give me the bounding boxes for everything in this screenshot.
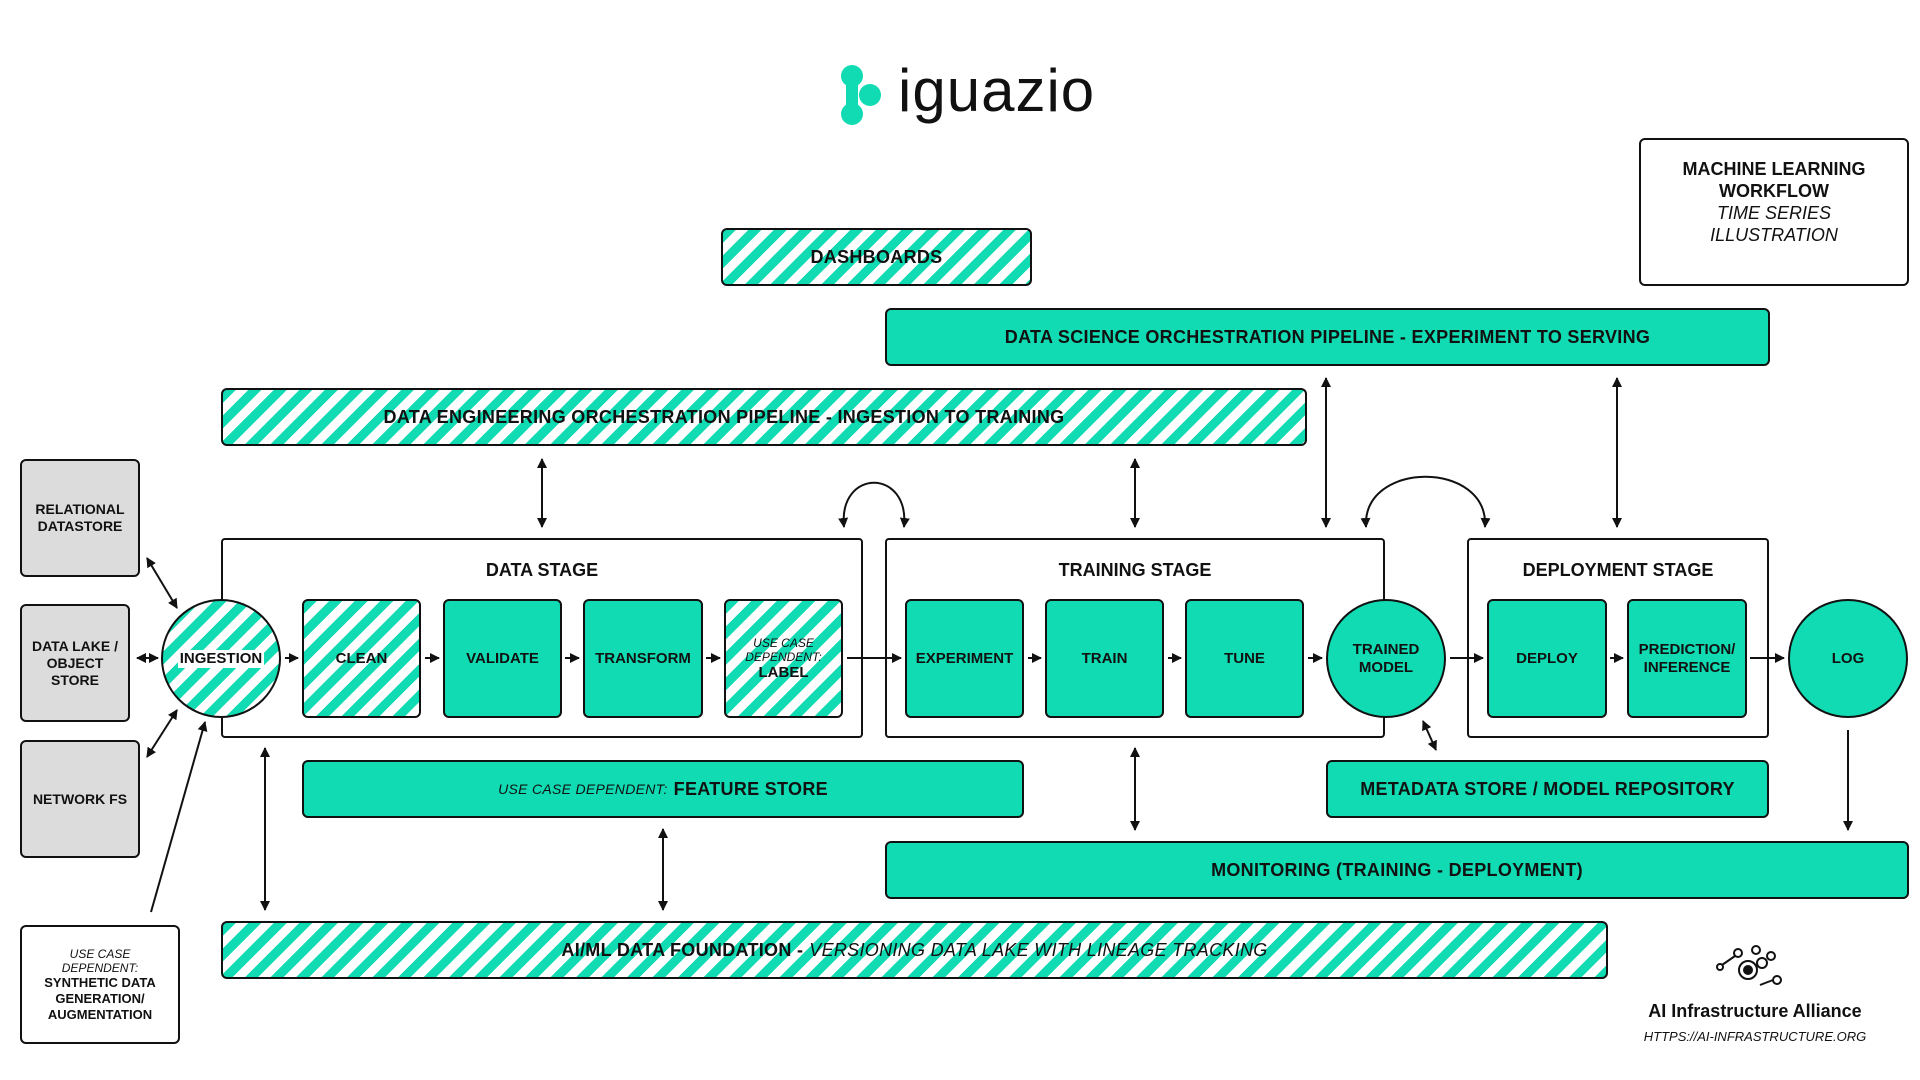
label-label: LABEL xyxy=(758,663,809,681)
validate-step: VALIDATE xyxy=(443,599,562,718)
tune-label: TUNE xyxy=(1224,649,1265,667)
de-pipeline-bar: DATA ENGINEERING ORCHESTRATION PIPELINE … xyxy=(221,388,1307,446)
deploy-step: DEPLOY xyxy=(1487,599,1607,718)
iguazio-logo: iguazio xyxy=(836,52,1116,132)
legend-title-line1: MACHINE LEARNING xyxy=(1682,159,1866,179)
brand-name: iguazio xyxy=(898,57,1096,124)
network-fs: NETWORK FS xyxy=(20,740,140,858)
data-lake-label: DATA LAKE / OBJECT STORE xyxy=(31,637,119,688)
arrow-relational-ingestion xyxy=(146,557,178,609)
alliance-name: AI Infrastructure Alliance xyxy=(1648,1001,1862,1021)
alliance-url[interactable]: HTTPS://AI-INFRASTRUCTURE.ORG xyxy=(1643,1029,1867,1044)
label-prefix: USE CASE DEPENDENT: xyxy=(745,635,822,664)
experiment-label: EXPERIMENT xyxy=(915,649,1014,667)
data-foundation-bar: AI/ML DATA FOUNDATION - VERSIONING DATA … xyxy=(221,921,1608,979)
data-foundation-sub: VERSIONING DATA LAKE WITH LINEAGE TRACKI… xyxy=(809,939,1268,960)
deploy-label: DEPLOY xyxy=(1516,649,1578,667)
dashboards-bar: DASHBOARDS xyxy=(721,228,1032,286)
relational-datastore-label: RELATIONAL DATASTORE xyxy=(35,501,125,534)
metadata-store-label: METADATA STORE / MODEL REPOSITORY xyxy=(1360,778,1735,799)
train-label: TRAIN xyxy=(1081,649,1128,667)
legend-box: MACHINE LEARNING WORKFLOW TIME SERIES IL… xyxy=(1639,138,1909,286)
synthetic-prefix: USE CASE DEPENDENT: xyxy=(61,946,139,975)
monitoring-bar: MONITORING (TRAINING - DEPLOYMENT) xyxy=(885,841,1909,899)
deployment-stage-title: DEPLOYMENT STAGE xyxy=(1522,560,1714,580)
validate-label: VALIDATE xyxy=(466,649,539,667)
iguazio-logo-icon xyxy=(841,65,881,125)
legend-title-line2: WORKFLOW xyxy=(1719,181,1829,201)
ds-pipeline-label: DATA SCIENCE ORCHESTRATION PIPELINE - EX… xyxy=(1004,326,1651,347)
legend-subtitle-line2: ILLUSTRATION xyxy=(1710,225,1838,245)
de-pipeline-label: DATA ENGINEERING ORCHESTRATION PIPELINE … xyxy=(383,406,1065,427)
feature-store-label: FEATURE STORE xyxy=(673,778,828,799)
train-step: TRAIN xyxy=(1045,599,1164,718)
trained-model-node: TRAINED MODEL xyxy=(1326,599,1446,718)
feature-store-prefix: USE CASE DEPENDENT: xyxy=(498,781,668,797)
loop-arrow-data-training xyxy=(838,481,910,528)
ingestion-label: INGESTION xyxy=(177,649,265,668)
loop-arrow-training-deployment xyxy=(1360,475,1491,528)
prediction-step: PREDICTION/ INFERENCE xyxy=(1627,599,1747,718)
data-foundation-label: AI/ML DATA FOUNDATION - xyxy=(561,939,804,960)
data-stage-title: DATA STAGE xyxy=(485,560,599,580)
feature-store-bar: USE CASE DEPENDENT: FEATURE STORE xyxy=(302,760,1024,818)
clean-step: CLEAN xyxy=(302,599,421,718)
transform-label: TRANSFORM xyxy=(595,649,691,667)
clean-label: CLEAN xyxy=(335,649,388,667)
prediction-label: PREDICTION/ INFERENCE xyxy=(1638,640,1736,676)
relational-datastore: RELATIONAL DATASTORE xyxy=(20,459,140,577)
log-label: LOG xyxy=(1831,649,1865,667)
experiment-step: EXPERIMENT xyxy=(905,599,1024,718)
training-stage-title: TRAINING STAGE xyxy=(1058,560,1212,580)
transform-step: TRANSFORM xyxy=(583,599,703,718)
ingestion-node: INGESTION xyxy=(161,599,281,718)
data-lake-object-store: DATA LAKE / OBJECT STORE xyxy=(20,604,130,722)
arrow-model-metadata xyxy=(1422,720,1437,751)
dashboards-label: DASHBOARDS xyxy=(810,246,943,267)
metadata-store-bar: METADATA STORE / MODEL REPOSITORY xyxy=(1326,760,1769,818)
monitoring-label: MONITORING (TRAINING - DEPLOYMENT) xyxy=(1211,859,1583,880)
synthetic-label: SYNTHETIC DATA GENERATION/ AUGMENTATION xyxy=(44,974,156,1022)
log-node: LOG xyxy=(1788,599,1908,718)
legend-subtitle-line1: TIME SERIES xyxy=(1716,203,1832,223)
ds-pipeline-bar: DATA SCIENCE ORCHESTRATION PIPELINE - EX… xyxy=(885,308,1770,366)
trained-model-label: TRAINED MODEL xyxy=(1352,640,1420,676)
alliance-logo-icon xyxy=(1716,945,1782,986)
label-step: USE CASE DEPENDENT: LABEL xyxy=(724,599,843,718)
synthetic-data-box: USE CASE DEPENDENT: SYNTHETIC DATA GENER… xyxy=(20,925,180,1044)
network-fs-label: NETWORK FS xyxy=(32,790,128,807)
arrow-networkfs-ingestion xyxy=(146,709,178,758)
tune-step: TUNE xyxy=(1185,599,1304,718)
arrow-synthetic-ingestion xyxy=(150,721,208,913)
